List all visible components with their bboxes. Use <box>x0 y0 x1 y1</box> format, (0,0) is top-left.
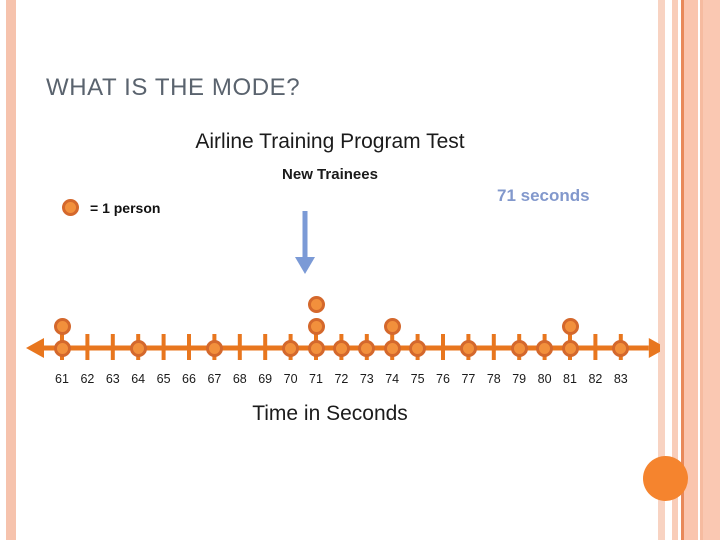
data-dot <box>307 318 325 335</box>
axis-tick-label: 61 <box>55 372 69 386</box>
data-dot <box>536 340 554 357</box>
dot-column <box>282 340 300 357</box>
dot-plot: 61 62 63 64 65 66 67 68 69 70 71 72 73 74 75 76 77 78 79 80… <box>0 268 660 393</box>
axis-tick-label: 80 <box>537 372 552 386</box>
dot-column <box>409 340 427 357</box>
axis-caption: Time in Seconds <box>252 402 408 425</box>
dot-column <box>612 340 630 357</box>
legend-label: = 1 person <box>90 199 161 216</box>
axis-tick-label: 71 <box>309 372 323 386</box>
right-border-stripe-3 <box>681 0 684 540</box>
axis-tick-label: 77 <box>461 372 476 386</box>
axis-tick-label: 74 <box>385 372 400 386</box>
data-dot <box>129 340 147 357</box>
dot-column <box>459 340 477 357</box>
right-border-stripe-4 <box>684 0 698 540</box>
dot-column <box>205 340 223 357</box>
data-dot <box>510 340 528 357</box>
axis-tick-label: 83 <box>613 372 628 386</box>
mode-pointer-arrow-icon <box>295 211 315 274</box>
dot-column <box>53 318 71 357</box>
axis-tick-label: 70 <box>283 372 298 386</box>
right-border-stripe-5 <box>700 0 703 540</box>
axis-tick-label: 76 <box>436 372 450 386</box>
slide-title: WHAT IS THE MODE? <box>46 74 301 101</box>
data-dot <box>383 318 401 335</box>
decorative-corner-circle <box>643 456 688 501</box>
axis-tick-label: 81 <box>563 372 577 386</box>
dot-column <box>536 340 554 357</box>
dot-column <box>358 340 376 357</box>
axis-tick-label: 73 <box>359 372 374 386</box>
chart-subtitle: New Trainees <box>282 166 378 183</box>
dot-column <box>307 296 325 357</box>
dot-column <box>129 340 147 357</box>
right-border-stripe-1 <box>658 0 665 540</box>
axis-tick-label: 67 <box>207 372 222 386</box>
axis-tick-label: 78 <box>486 372 501 386</box>
axis-tick-label: 82 <box>588 372 603 386</box>
axis-tick-label: 75 <box>410 372 425 386</box>
dot-column <box>332 340 350 357</box>
axis-tick-label: 69 <box>258 372 273 386</box>
data-dot <box>332 340 350 357</box>
data-dot <box>358 340 376 357</box>
legend-dot-icon <box>62 199 79 216</box>
data-dot <box>53 340 71 357</box>
data-dot <box>561 340 579 357</box>
data-dot <box>459 340 477 357</box>
data-dot <box>307 340 325 357</box>
axis-tick-label: 79 <box>512 372 527 386</box>
right-border-stripe-6 <box>703 0 720 540</box>
axis-tick-label: 72 <box>334 372 349 386</box>
axis-tick-label: 65 <box>156 372 171 386</box>
mode-callout-label: 71 seconds <box>497 186 590 205</box>
data-dot <box>307 296 325 313</box>
data-dot <box>612 340 630 357</box>
axis-tick-label: 66 <box>182 372 196 386</box>
data-dot <box>409 340 427 357</box>
axis-tick-label: 63 <box>105 372 120 386</box>
dot-column <box>561 318 579 357</box>
axis-tick-label: 64 <box>131 372 146 386</box>
axis-tick-label: 68 <box>232 372 247 386</box>
data-dot <box>383 340 401 357</box>
data-dot <box>205 340 223 357</box>
data-dot <box>53 318 71 335</box>
chart-title: Airline Training Program Test <box>195 130 465 153</box>
right-border-stripe-2 <box>672 0 678 540</box>
data-dot <box>561 318 579 335</box>
left-border-stripe <box>6 0 16 540</box>
dot-column <box>510 340 528 357</box>
dot-column <box>383 318 401 357</box>
data-dot <box>282 340 300 357</box>
axis-tick-label: 62 <box>80 372 95 386</box>
legend: = 1 person <box>62 199 160 216</box>
